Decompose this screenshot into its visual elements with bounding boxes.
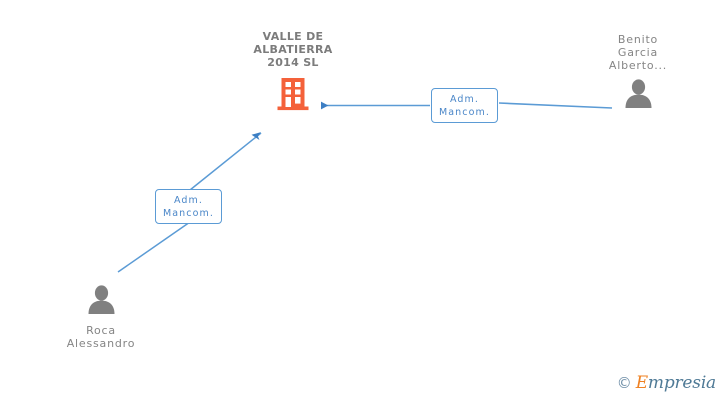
building-icon <box>277 78 309 111</box>
person-name-label-benito: Benito Garcia Alberto... <box>608 33 668 72</box>
edge-segment-roca-lower <box>117 221 191 273</box>
edge-segment-roca-upper <box>189 132 262 191</box>
brand-name: mpresia <box>647 373 716 393</box>
empresia-watermark: © Empresia <box>616 373 717 393</box>
person-icon <box>625 79 651 108</box>
company-node[interactable]: VALLE DE ALBATIERRA 2014 SL <box>218 30 368 119</box>
person-node-benito[interactable]: Benito Garcia Alberto... <box>565 33 711 113</box>
edge-label-benito-to-company[interactable]: Adm. Mancom. <box>431 88 498 123</box>
edge-roca-to-company <box>117 132 262 273</box>
brand-initial: E <box>635 373 648 393</box>
person-icon-wrap-roca <box>28 285 174 319</box>
company-name-label: VALLE DE ALBATIERRA 2014 SL <box>253 30 333 69</box>
person-name-label-roca: Roca Alessandro <box>66 324 136 350</box>
brand-logo: Empresia <box>635 373 717 393</box>
person-icon-wrap-benito <box>565 79 711 113</box>
person-icon <box>88 285 114 314</box>
company-icon-wrap <box>218 77 368 119</box>
person-node-roca[interactable]: Roca Alessandro <box>28 285 174 350</box>
edge-label-roca-to-company[interactable]: Adm. Mancom. <box>155 189 222 224</box>
edge-benito-to-company <box>321 101 613 110</box>
copyright-icon: © <box>616 374 632 392</box>
edge-segment-benito-right <box>498 102 613 109</box>
